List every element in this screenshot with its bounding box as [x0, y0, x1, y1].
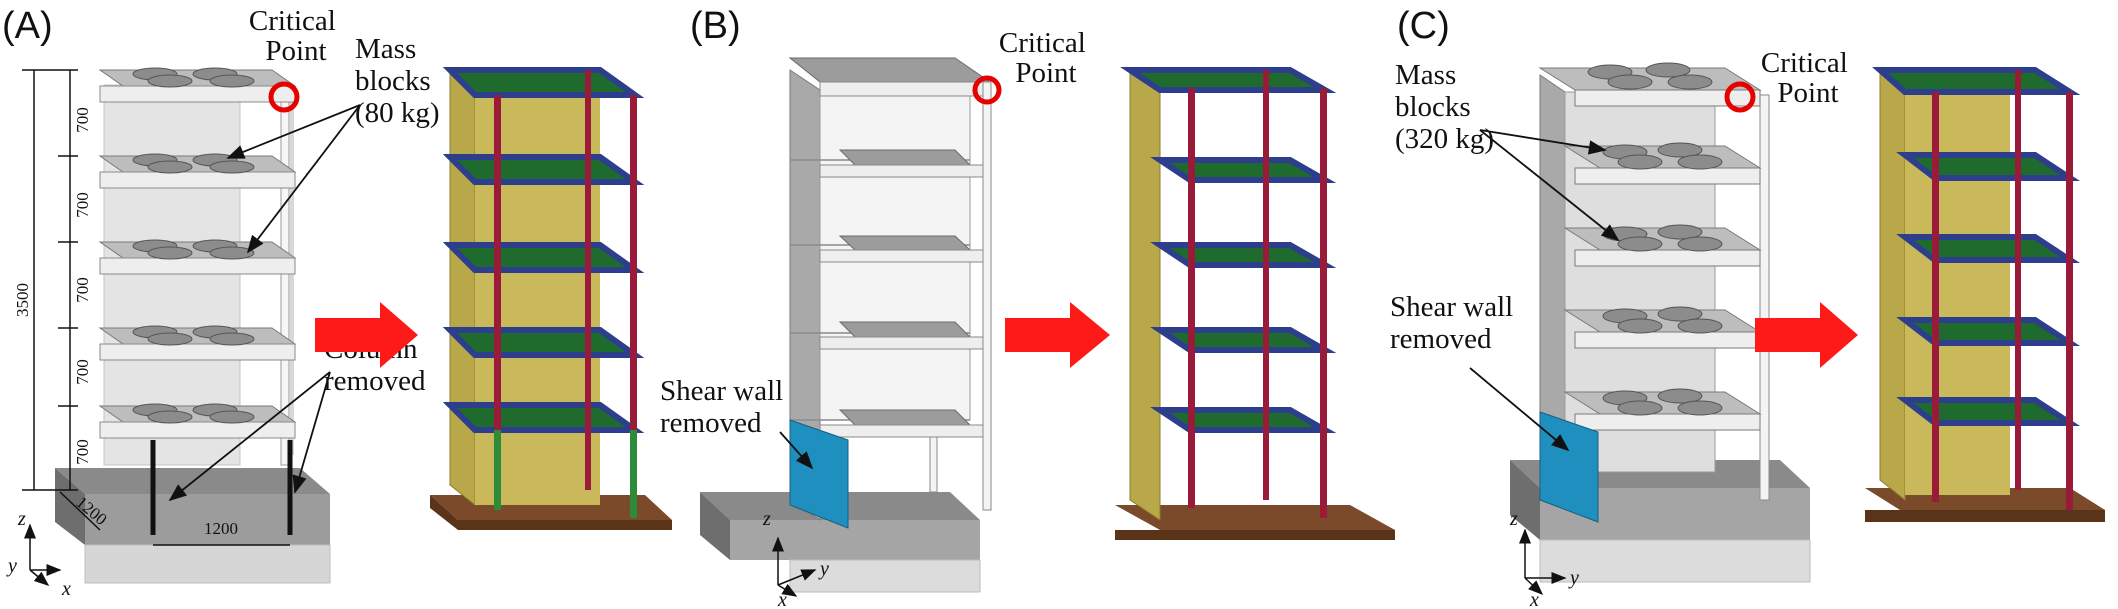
axis-y: y — [1568, 567, 1579, 589]
axis-x: x — [777, 589, 787, 609]
panel-b: (B) — [660, 5, 1395, 609]
critical-point-circle — [1724, 81, 1756, 113]
leader-lines — [1469, 129, 1620, 452]
axis-z: z — [17, 508, 26, 530]
panel-c: (C) — [1390, 5, 2105, 609]
axis-x: x — [1529, 589, 1539, 609]
dim-story-1: 700 — [73, 107, 92, 133]
axis-y: y — [6, 555, 17, 577]
shear-wall — [103, 84, 241, 466]
roof-slab — [788, 57, 992, 83]
foundation-side — [55, 468, 85, 545]
panel-b-label: (B) — [690, 5, 741, 47]
critical-point-label: Critical Point — [1761, 47, 1855, 109]
side-wall — [789, 69, 821, 521]
axis-y: y — [818, 558, 829, 580]
leader-lines — [168, 104, 361, 502]
panel-c-label: (C) — [1397, 5, 1450, 47]
panel-a: (A) — [2, 5, 672, 600]
dim-width: 1200 — [204, 519, 238, 538]
panel-a-label: (A) — [2, 5, 53, 47]
removed-column-model-2 — [630, 430, 637, 518]
dim-total-height: 3500 — [13, 283, 32, 317]
axes-triad — [772, 536, 817, 597]
mass-blocks — [1587, 62, 1723, 416]
axis-x: x — [61, 578, 71, 600]
leader-line — [779, 431, 814, 470]
dim-story-5: 700 — [73, 439, 92, 465]
axis-z: z — [1509, 508, 1518, 530]
dim-story-2: 700 — [73, 192, 92, 218]
height-dimension — [22, 69, 78, 491]
fe-model-a — [430, 67, 672, 530]
transition-arrow — [1755, 302, 1858, 368]
transition-arrow — [1005, 302, 1110, 368]
removed-column-model — [494, 430, 501, 510]
critical-point-label: Critical Point — [249, 5, 343, 67]
depth-dimension-line — [59, 491, 101, 531]
removed-shear-wall — [789, 419, 849, 529]
transition-arrow — [315, 302, 418, 368]
fe-model-c — [1865, 67, 2105, 522]
critical-point-circle — [972, 75, 1002, 105]
mass-blocks — [132, 67, 255, 424]
dim-story-4: 700 — [73, 359, 92, 385]
dim-story-3: 700 — [73, 277, 92, 303]
critical-point-label: Critical Point — [999, 27, 1093, 89]
axes-triad — [24, 523, 62, 586]
fe-model-b — [1115, 67, 1395, 540]
axis-z: z — [762, 508, 771, 530]
critical-point-circle — [268, 81, 300, 113]
slab-base — [84, 544, 331, 584]
axes-triad — [1519, 528, 1567, 596]
